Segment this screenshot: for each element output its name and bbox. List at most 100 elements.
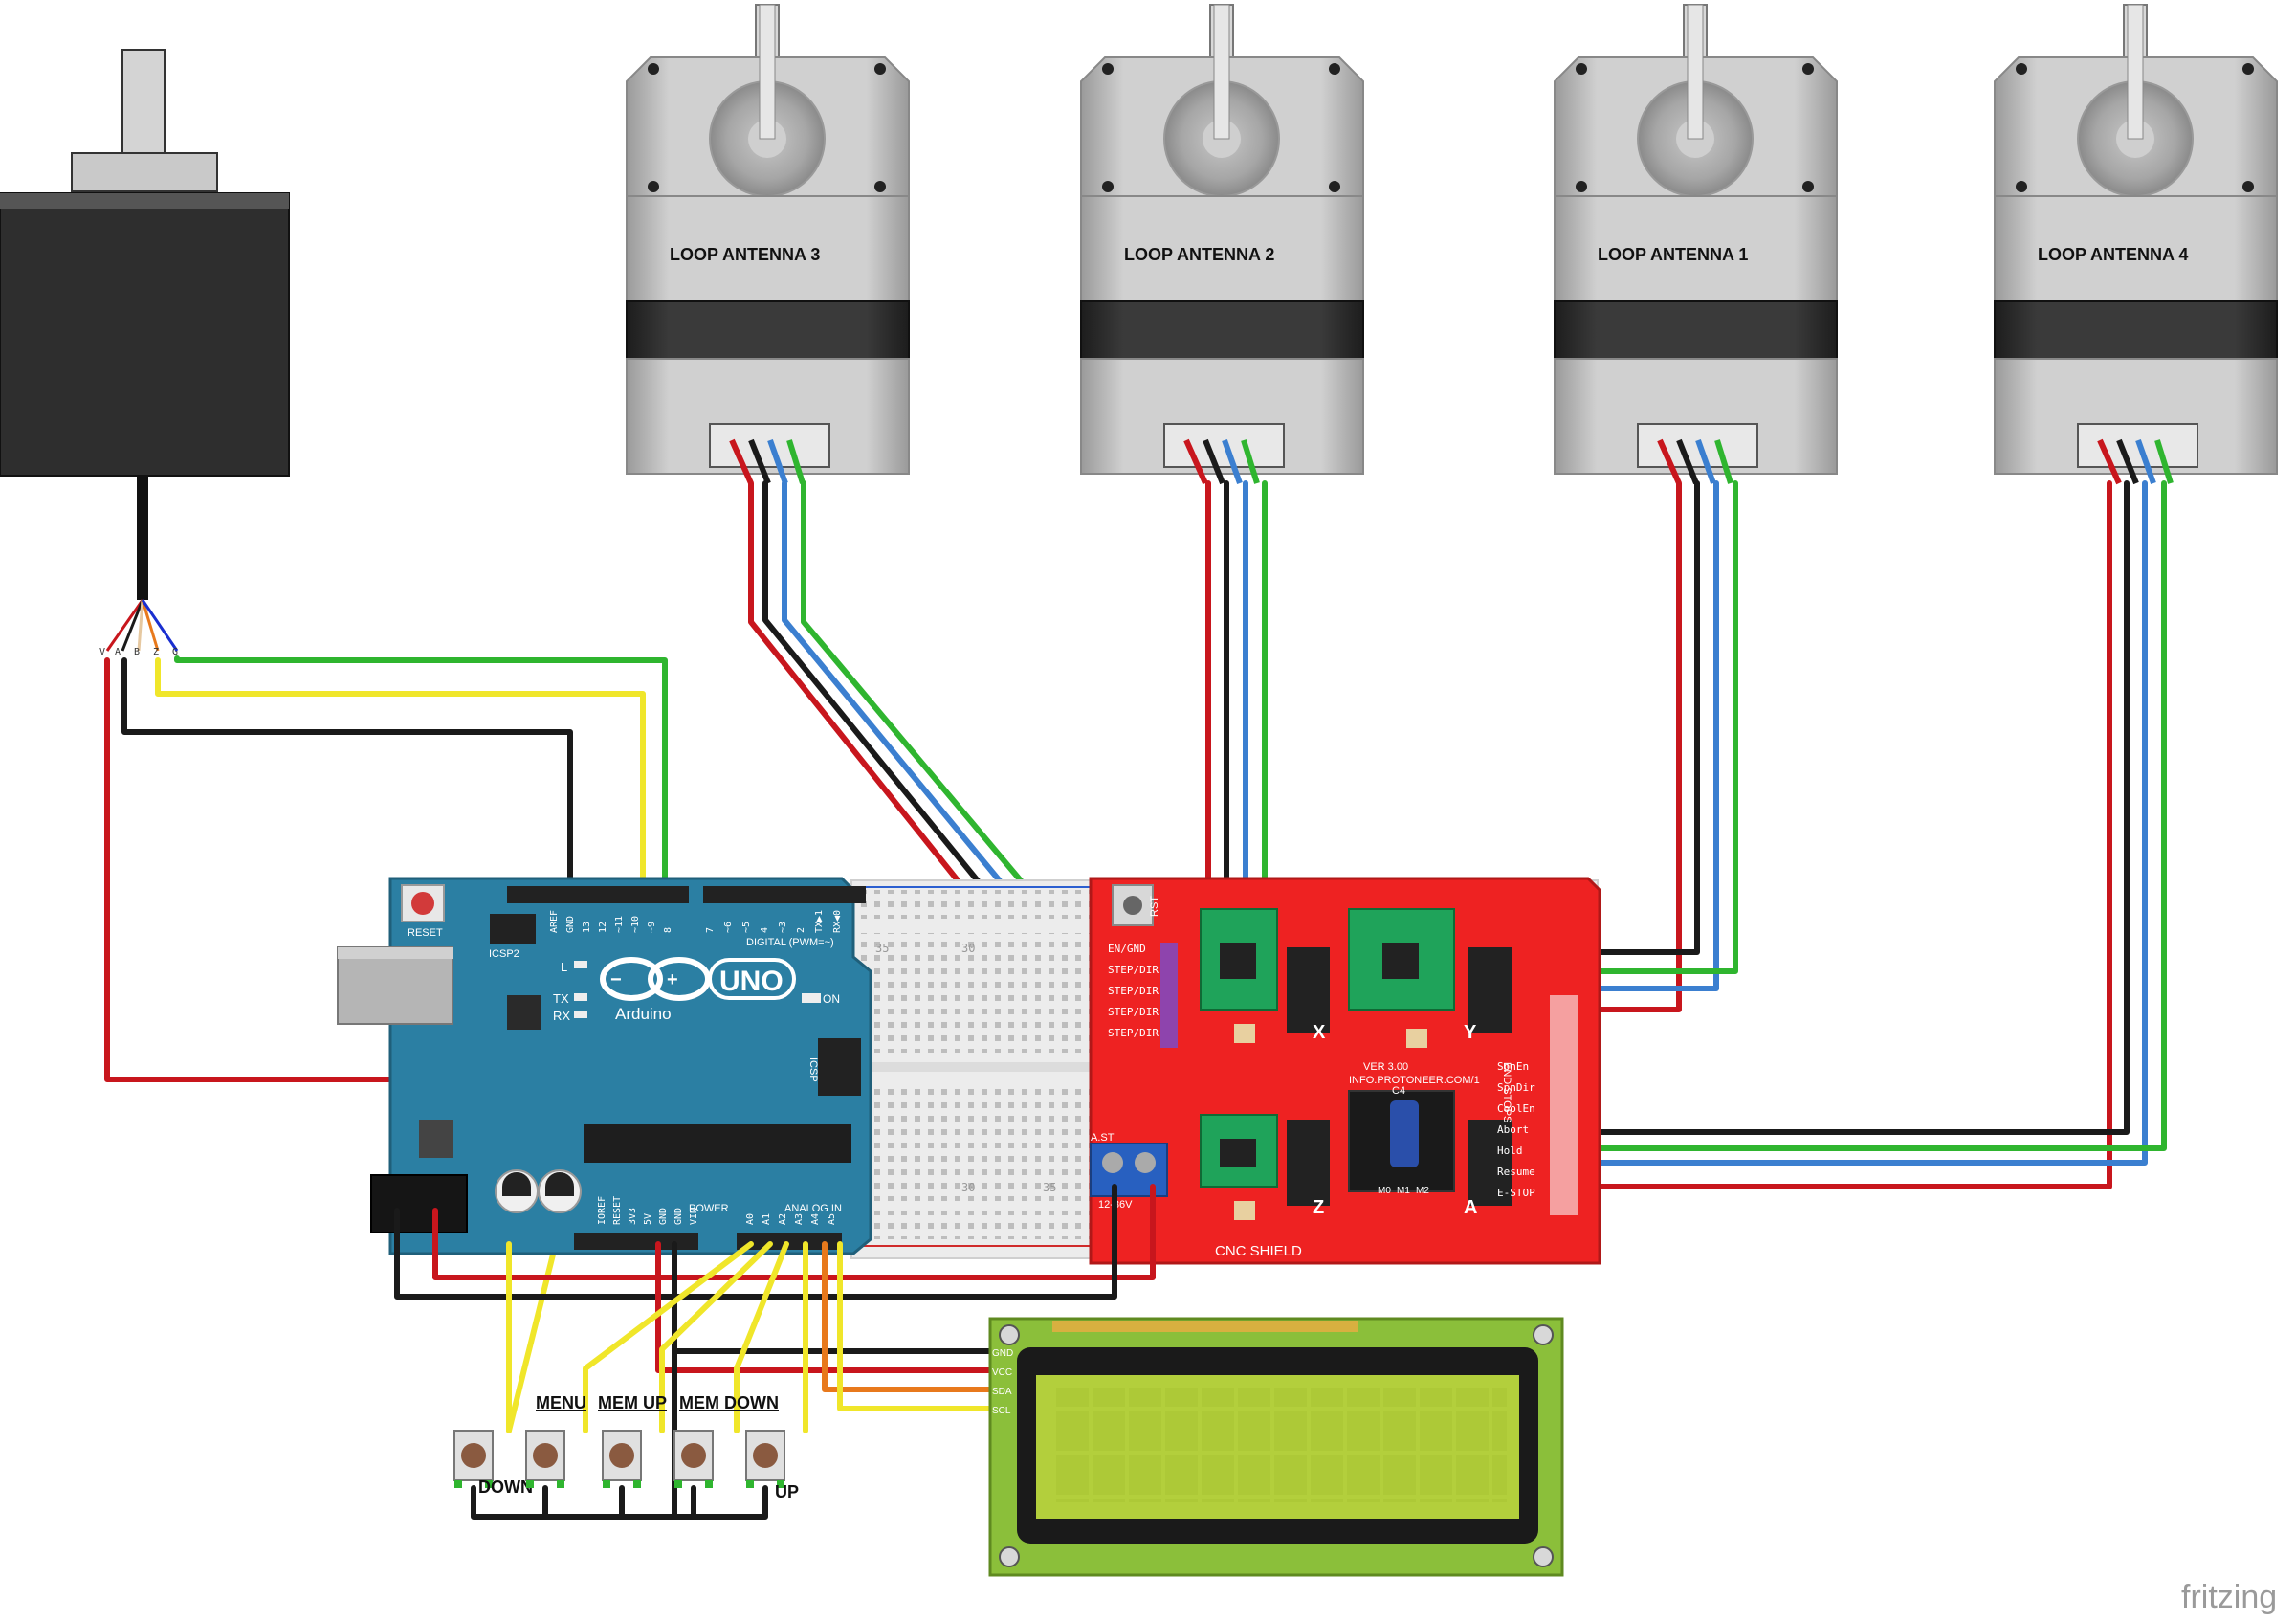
on-led-label: ON	[823, 992, 840, 1006]
cnc-power-terminal	[1090, 1143, 1168, 1197]
arduino-analog-pin: A5	[827, 1213, 837, 1225]
cnc-m0-label: M0	[1378, 1186, 1391, 1196]
arduino-power-pin: IOREF	[597, 1196, 607, 1225]
arduino-top-pin-right: ~5	[741, 922, 752, 933]
arduino-top-pin: AREF	[549, 910, 560, 933]
motor-label: LOOP ANTENNA 4	[2038, 245, 2188, 264]
stepper-motor-3: LOOP ANTENNA 1	[1554, 4, 1838, 485]
button-menu-wire	[583, 1241, 754, 1433]
arduino-top-pin: ~10	[630, 916, 641, 933]
lcd-pin-sda: SDA	[992, 1387, 1012, 1397]
bb-col-label-4: 35	[1043, 1181, 1056, 1194]
arduino-logo: − +	[600, 957, 796, 1001]
icsp-label: ICSP	[807, 1057, 819, 1082]
arduino-analog-pin: A3	[794, 1213, 805, 1225]
arduino-top-pin-right: TX▶1	[814, 910, 825, 933]
lcd-pin-scl: SCL	[992, 1406, 1011, 1416]
motor-label: LOOP ANTENNA 2	[1124, 245, 1274, 264]
bb-col-label-3: 30	[961, 1181, 975, 1194]
push-button-label: MENU	[536, 1393, 586, 1412]
arduino-power-pin: RESET	[612, 1196, 623, 1225]
digital-label: DIGITAL (PWM=~)	[746, 937, 834, 948]
cnc-axis-a: A	[1464, 1197, 1477, 1218]
cnc-endstop-label: END STOPS	[1501, 1062, 1512, 1122]
cnc-shield: RST C4 M0 M1 M2	[1089, 877, 1601, 1265]
push-button-mem-up[interactable]	[602, 1430, 642, 1488]
motor4-wire-green	[1475, 480, 2167, 1151]
encoder-wire-black	[121, 657, 573, 898]
stepper-motor-1: LOOP ANTENNA 3	[626, 4, 910, 485]
arduino-top-pin: ~9	[647, 922, 657, 933]
encoder-pins: V A B Z G	[99, 599, 179, 657]
cnc-url-label: INFO.PROTONEER.COM/1	[1349, 1075, 1480, 1086]
lcd-scl-wire	[837, 1241, 993, 1411]
led-tx-label: TX	[553, 991, 569, 1006]
cnc-axis-x: X	[1313, 1022, 1326, 1043]
cnc-right-label: SpnEn	[1497, 1060, 1529, 1073]
push-button-label: MEM DOWN	[679, 1393, 779, 1412]
analog-label: ANALOG IN	[784, 1203, 842, 1214]
encoder-pin-z: Z	[153, 647, 159, 657]
cnc-right-label: Resume	[1497, 1166, 1535, 1178]
arduino-top-pin: 12	[598, 922, 608, 933]
cnc-right-label: E-STOP	[1497, 1187, 1535, 1199]
arduino-brand-label: Arduino	[615, 1005, 672, 1023]
cnc-cap-label: C4	[1392, 1085, 1405, 1097]
arduino-power-pin: GND	[673, 1208, 684, 1225]
push-button-down[interactable]	[453, 1430, 494, 1488]
cnc-right-label: SpnDir	[1497, 1081, 1535, 1094]
rotary-encoder: V A B Z G	[0, 49, 290, 657]
push-button-label: UP	[775, 1482, 799, 1501]
stepper-motors: LOOP ANTENNA 3 LOOP ANTENNA 2 LOOP ANTENNA…	[626, 4, 2278, 485]
stepper-motor-2: LOOP ANTENNA 2	[1080, 4, 1364, 485]
arduino-power-pin: 5V	[643, 1213, 653, 1225]
push-button-mem-down[interactable]	[673, 1430, 714, 1488]
push-button-up[interactable]	[745, 1430, 785, 1488]
driver-x	[1200, 908, 1278, 1043]
cnc-left-label: STEP/DIR	[1108, 1006, 1159, 1018]
cnc-left-label: EN/GND	[1108, 943, 1146, 955]
push-button-label: MEM UP	[598, 1393, 667, 1412]
arduino-model-label: UNO	[719, 966, 784, 997]
lcd-pin-vcc: VCC	[992, 1367, 1012, 1378]
arduino-top-pin-right: 7	[705, 927, 716, 933]
icsp2-label: ICSP2	[489, 948, 519, 960]
cnc-axis-y: Y	[1464, 1022, 1477, 1043]
arduino-reset-button[interactable]	[401, 884, 445, 922]
arduino-analog-pin: A0	[745, 1213, 756, 1225]
button-memup-wire	[659, 1241, 773, 1433]
arduino-analog-pin: A4	[810, 1213, 821, 1225]
power-label: POWER	[689, 1203, 729, 1214]
encoder-pin-a: A	[115, 647, 121, 657]
cnc-right-label: Hold	[1497, 1144, 1523, 1157]
lcd-vcc-wire	[655, 1241, 993, 1373]
cnc-left-label: STEP/DIR	[1108, 1027, 1159, 1039]
lcd-display: GND VCC SDA SCL	[988, 1317, 1564, 1577]
cnc-reset-button[interactable]	[1112, 884, 1154, 926]
led-l-label: L	[561, 960, 567, 974]
gnd-wire-black	[394, 1184, 1117, 1300]
arduino-top-pin-right: 4	[760, 927, 770, 933]
arduino-top-pin: ~11	[614, 916, 625, 933]
button-memdown-wire	[734, 1241, 789, 1433]
cnc-rst-label: RST	[1149, 896, 1160, 917]
arduino-analog-pin: A2	[778, 1213, 788, 1225]
cnc-left-label: STEP/DIR	[1108, 985, 1159, 997]
push-button-menu[interactable]	[525, 1430, 565, 1488]
led-rx-label: RX	[553, 1009, 570, 1023]
encoder-wire-green	[174, 655, 668, 898]
stepper-motor-4: LOOP ANTENNA 4	[1994, 4, 2278, 485]
encoder-pin-v: V	[99, 647, 105, 657]
cnc-m2-label: M2	[1416, 1186, 1429, 1196]
push-buttons: DOWN MENU MEM UP MEM DOWN UP	[453, 1393, 799, 1501]
vin-wire-red	[432, 1184, 1156, 1280]
motor-label: LOOP ANTENNA 1	[1598, 245, 1748, 264]
encoder-pin-g: G	[172, 647, 178, 657]
cnc-left-label: STEP/DIR	[1108, 964, 1159, 976]
push-button-label: DOWN	[478, 1478, 533, 1497]
